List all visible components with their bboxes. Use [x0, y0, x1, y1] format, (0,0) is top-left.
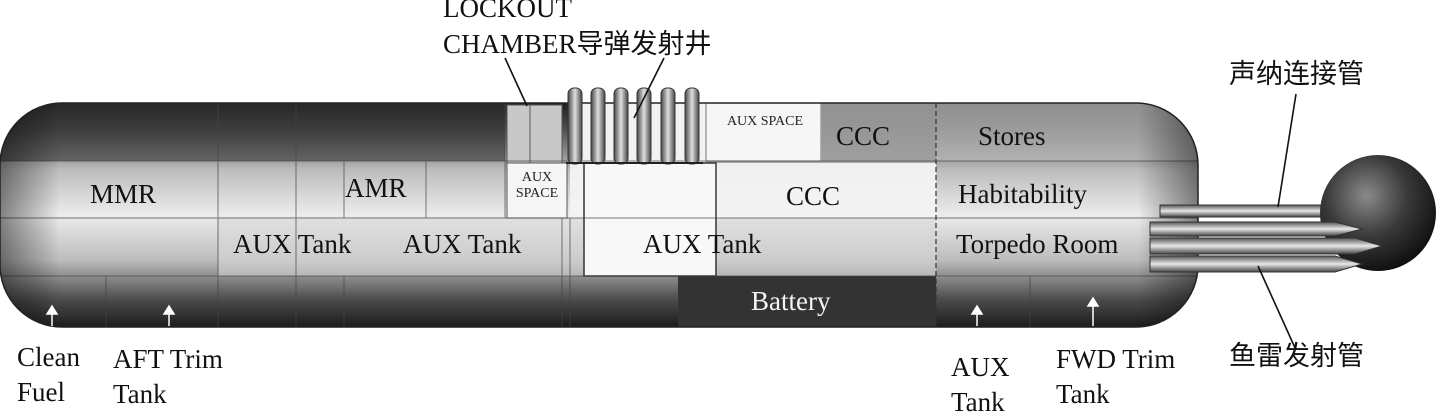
silo-leader — [633, 57, 665, 119]
missile-silos — [566, 87, 703, 165]
aux-tank-bottom-label: AUX Tank — [951, 352, 1010, 418]
torpedo-tubes — [1149, 221, 1384, 273]
torpedo-room-label: Torpedo Room — [956, 229, 1119, 259]
sonar-leader — [1277, 93, 1297, 208]
fwd-trim-tank-label: FWD Trim Tank — [1056, 344, 1176, 410]
aux-space-mid-label: AUX SPACE — [515, 170, 559, 202]
sonar-pipe-label: 声纳连接管 — [1229, 59, 1364, 90]
battery-label: Battery — [751, 286, 831, 316]
amr-label: AMR — [345, 173, 407, 203]
chamber-silo-label: CHAMBER导弹发射井 — [443, 29, 712, 59]
aux-tank-label-2: AUX Tank — [403, 229, 522, 259]
habitability-label: Habitability — [958, 179, 1087, 209]
lockout-label: LOCKOUT — [443, 0, 572, 23]
ccc-top-label: CCC — [836, 121, 891, 151]
aft-trim-tank-label: AFT Trim Tank — [113, 344, 223, 410]
aux-tank-label-3: AUX Tank — [643, 229, 762, 259]
mmr-label: MMR — [90, 179, 157, 209]
aux-tank-label-1: AUX Tank — [233, 229, 352, 259]
aux-space-top-label: AUX SPACE — [726, 114, 804, 129]
torpedo-tube-label: 鱼雷发射管 — [1229, 341, 1364, 372]
sonar-pipe — [1159, 204, 1331, 218]
stores-label: Stores — [978, 121, 1046, 151]
clean-fuel-label: Clean Fuel — [17, 342, 80, 408]
ccc-main-label: CCC — [786, 181, 841, 211]
lockout-leader — [504, 57, 528, 107]
torpedo-leader — [1257, 265, 1297, 351]
